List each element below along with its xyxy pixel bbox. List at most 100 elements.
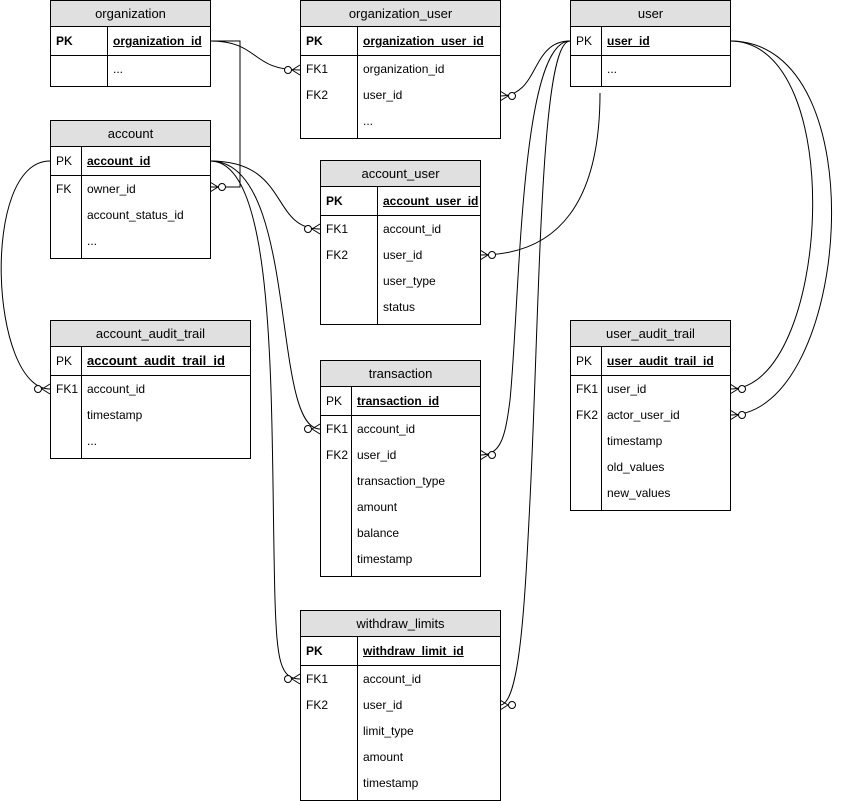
rel-account-account-audit-trail: [0, 160, 51, 390]
column-row[interactable]: new_values: [571, 480, 730, 506]
entity-title: organization: [51, 1, 210, 27]
optional-circle-mark: [738, 411, 746, 419]
column-name: account_status_id: [87, 208, 184, 222]
column-row[interactable]: FK2 user_id: [301, 82, 500, 108]
optional-circle-mark: [738, 385, 746, 393]
optional-circle-mark: [488, 451, 496, 459]
crows-foot-mark: [291, 64, 301, 76]
column-name: account_id: [357, 422, 416, 436]
optional-circle-mark: [284, 66, 292, 74]
column-row[interactable]: amount: [321, 494, 480, 520]
column-name: new_values: [607, 486, 671, 500]
column-row[interactable]: transaction_type: [321, 468, 480, 494]
crows-foot-mark: [41, 383, 51, 395]
key-label: FK1: [326, 422, 349, 436]
optional-circle-mark: [488, 251, 496, 259]
column-row[interactable]: ...: [571, 56, 730, 82]
column-name: timestamp: [357, 552, 413, 566]
column-row[interactable]: ...: [301, 108, 500, 134]
key-label: PK: [56, 154, 73, 168]
column-divider: [81, 347, 82, 458]
column-row[interactable]: ...: [51, 428, 250, 454]
column-name: user_id: [357, 448, 397, 462]
key-label: PK: [576, 34, 593, 48]
column-row[interactable]: timestamp: [571, 428, 730, 454]
column-name: account_id: [363, 672, 422, 686]
key-label: FK1: [306, 62, 329, 76]
column-name: account_id: [87, 382, 146, 396]
key-label: FK1: [56, 382, 79, 396]
column-row[interactable]: ...: [51, 56, 210, 82]
column-name: user_id: [607, 34, 650, 48]
key-label: PK: [326, 394, 343, 408]
column-row[interactable]: FK1 account_id: [321, 416, 480, 442]
primary-key-row[interactable]: PK user_id: [571, 27, 730, 56]
key-label: FK2: [306, 88, 329, 102]
crows-foot-mark: [291, 673, 301, 685]
column-row[interactable]: limit_type: [301, 718, 500, 744]
column-name: ...: [87, 434, 98, 448]
column-name: account_id: [383, 222, 442, 236]
rel-user-withdraw-limits: [499, 40, 571, 706]
column-row[interactable]: amount: [301, 744, 500, 770]
column-row[interactable]: balance: [321, 520, 480, 546]
column-row[interactable]: timestamp: [321, 546, 480, 572]
key-label: FK2: [326, 248, 349, 262]
column-row[interactable]: timestamp: [51, 402, 250, 428]
column-row[interactable]: timestamp: [301, 770, 500, 796]
column-row[interactable]: status: [321, 294, 480, 320]
column-row[interactable]: account_status_id: [51, 202, 210, 228]
entity-title: account_user: [321, 161, 480, 187]
column-divider: [601, 347, 602, 510]
column-name: timestamp: [363, 776, 419, 790]
rel-user-transaction: [479, 40, 571, 456]
crows-foot-mark: [311, 423, 321, 435]
key-label: PK: [576, 354, 593, 368]
crows-foot-mark: [729, 409, 739, 421]
optional-circle-mark: [284, 675, 292, 683]
column-row[interactable]: user_type: [321, 268, 480, 294]
column-row[interactable]: FK1 account_id: [51, 376, 250, 402]
column-name: user_id: [607, 382, 647, 396]
crows-foot-mark: [499, 699, 509, 711]
column-name: limit_type: [363, 724, 414, 738]
column-name: user_id: [363, 88, 403, 102]
key-label: PK: [306, 644, 323, 658]
column-row[interactable]: ...: [51, 228, 210, 254]
column-name: amount: [357, 500, 398, 514]
crows-foot-mark: [499, 90, 509, 102]
entity-title: withdraw_limits: [301, 611, 500, 637]
column-row[interactable]: old_values: [571, 454, 730, 480]
